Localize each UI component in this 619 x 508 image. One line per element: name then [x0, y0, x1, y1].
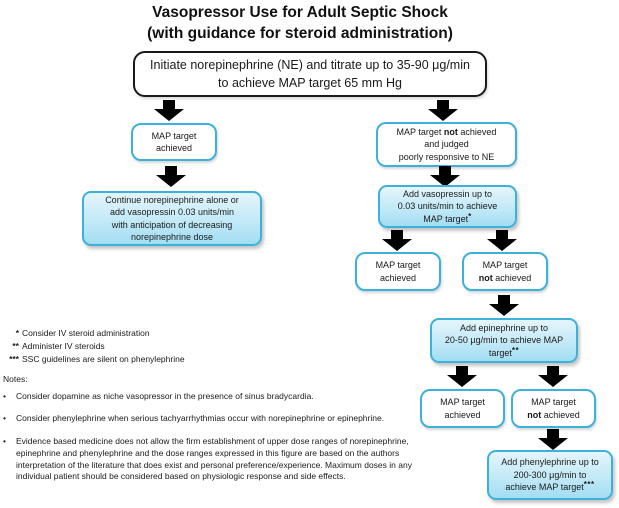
- node-map-target-achieved-3: MAP target achieved: [420, 389, 505, 428]
- node-map-target-achieved-1: MAP target achieved: [131, 123, 217, 161]
- arrow-down-icon: [154, 100, 184, 121]
- title-line-1: Vasopressor Use for Adult Septic Shock: [152, 4, 448, 21]
- footnote-row: * Consider IV steroid administration: [4, 327, 185, 340]
- footnote-text: Administer IV steroids: [22, 341, 105, 351]
- node-map-target-not-achieved-3: MAP target not achieved: [511, 389, 596, 428]
- arrow-down-icon: [382, 230, 412, 251]
- footnote-stars: **: [12, 341, 19, 351]
- node-map-target-achieved-2: MAP target achieved: [355, 252, 441, 291]
- footnote-stars: ***: [9, 354, 19, 364]
- arrow-down-icon: [428, 100, 458, 121]
- notes-section: Notes: • Consider dopamine as niche vaso…: [3, 374, 453, 494]
- arrow-down-icon: [538, 366, 568, 387]
- node-add-vasopressin: Add vasopressin up to 0.03 units/min to …: [378, 185, 517, 228]
- arrow-down-icon: [489, 295, 519, 316]
- footnote-text: Consider IV steroid administration: [22, 328, 150, 338]
- arrow-down-icon: [430, 166, 460, 187]
- note-text: Consider dopamine as niche vasopressor i…: [16, 390, 314, 401]
- node-map-target-not-achieved-2: MAP target not achieved: [462, 252, 548, 291]
- notes-heading: Notes:: [3, 374, 28, 384]
- footnote-row: *** SSC guidelines are silent on phenyle…: [4, 353, 185, 366]
- node-initiate-norepinephrine: Initiate norepinephrine (NE) and titrate…: [133, 51, 487, 97]
- footnotes: * Consider IV steroid administration ** …: [4, 327, 185, 366]
- node-add-epinephrine: Add epinephrine up to 20-50 μg/min to ac…: [430, 318, 578, 363]
- node-map-target-not-achieved-1: MAP target not achieved and judged poorl…: [376, 122, 517, 167]
- title-line-2: (with guidance for steroid administratio…: [147, 24, 453, 42]
- node-continue-norepinephrine: Continue norepinephrine alone or add vas…: [82, 191, 262, 246]
- note-text: Evidence based medicine does not allow t…: [16, 436, 412, 482]
- note-text: Consider phenylephrine when serious tach…: [16, 413, 385, 424]
- arrow-down-icon: [156, 166, 186, 187]
- footnote-row: ** Administer IV steroids: [4, 340, 185, 353]
- bullet-icon: •: [3, 390, 6, 401]
- note-item: • Consider phenylephrine when serious ta…: [3, 413, 453, 425]
- arrow-down-icon: [447, 366, 477, 387]
- note-item: • Consider dopamine as niche vasopressor…: [3, 391, 453, 403]
- bullet-icon: •: [3, 413, 6, 424]
- page-title: Vasopressor Use for Adult Septic Shock (…: [0, 3, 600, 44]
- footnote-text: SSC guidelines are silent on phenylephri…: [22, 354, 185, 364]
- bullet-icon: •: [3, 436, 6, 447]
- footnote-stars: *: [15, 328, 19, 338]
- arrow-down-icon: [487, 230, 517, 251]
- node-add-phenylephrine: Add phenylephrine up to 200-300 μg/min t…: [487, 450, 613, 500]
- arrow-down-icon: [538, 429, 568, 450]
- note-item: • Evidence based medicine does not allow…: [3, 436, 453, 483]
